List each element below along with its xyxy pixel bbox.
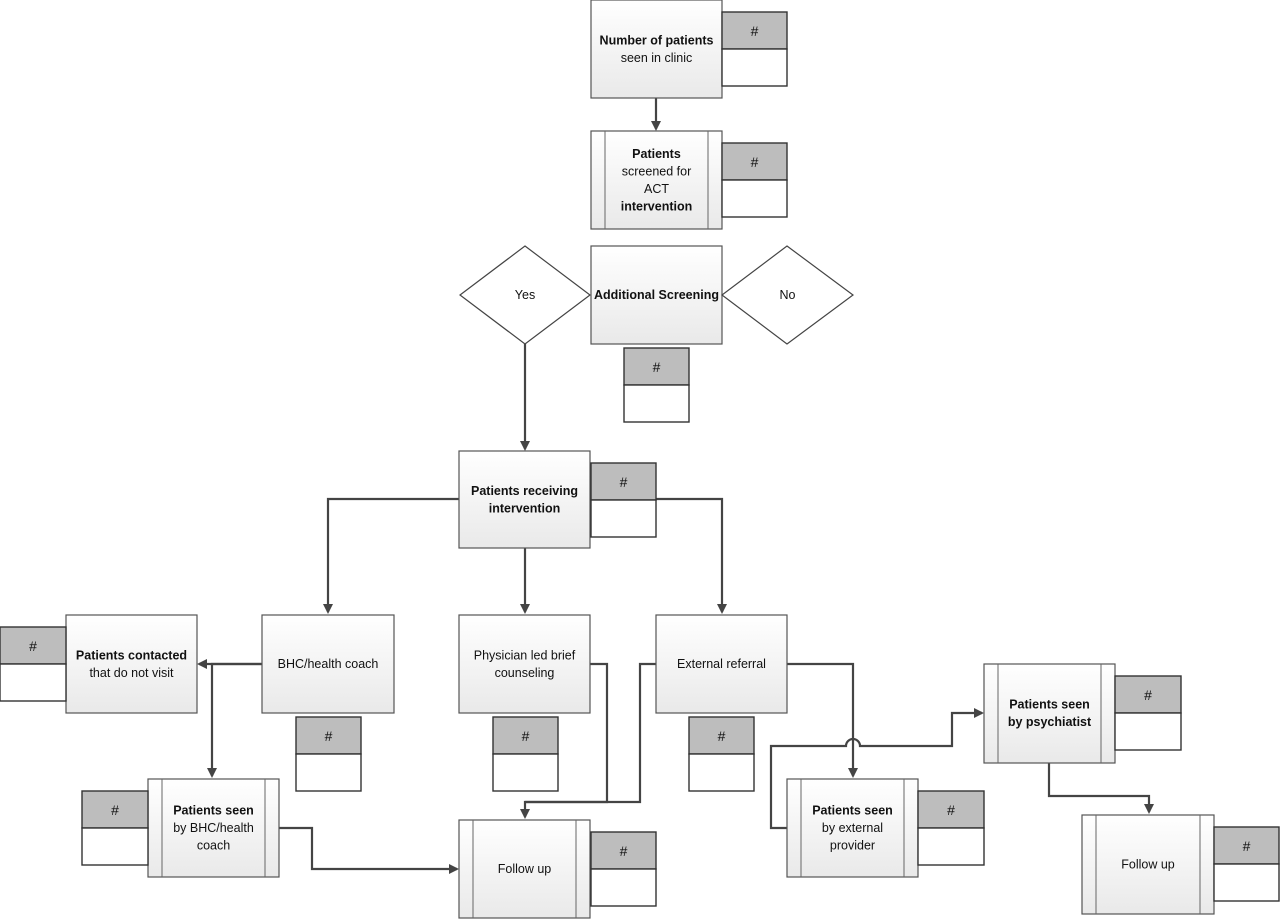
node-label-line: Patients receiving <box>471 484 578 498</box>
connector-seen-ext-to-psychiatrist <box>769 708 984 830</box>
node-label-line: BHC/health coach <box>278 657 379 671</box>
node-clinic: Number of patients seen in clinic # <box>590 0 788 99</box>
connector-receiving-to-bhc <box>323 497 459 614</box>
count-box-label: # <box>751 154 759 170</box>
node-label-line: by psychiatist <box>1008 715 1092 729</box>
count-box: # <box>590 462 657 538</box>
node-label-line: No <box>780 288 796 302</box>
node-label-line: ACT <box>644 182 669 196</box>
node-label-line: Follow up <box>1121 858 1175 872</box>
count-box-label: # <box>29 638 37 654</box>
node-label-line: Patients seen <box>173 804 254 818</box>
node-seen-bhc-label: Patients seen by BHC/health coach <box>173 804 254 853</box>
node-contacted: Patients contacted that do not visit # <box>0 614 198 714</box>
node-receiving: Patients receiving intervention # <box>458 450 657 549</box>
node-label-line: Yes <box>515 288 535 302</box>
node-receiving-label: Patients receiving intervention <box>471 484 578 516</box>
count-box: # <box>81 790 149 866</box>
node-label-line: Patients seen <box>1009 697 1090 711</box>
count-box: # <box>721 142 788 218</box>
node-external: External referral # <box>655 614 788 792</box>
node-additional-label: Additional Screening <box>594 288 719 302</box>
count-box-label: # <box>620 843 628 859</box>
count-box: # <box>0 626 67 702</box>
node-followup-1: Follow up # <box>458 819 657 919</box>
node-label-line: coach <box>197 839 230 853</box>
node-followup-2-label: Follow up <box>1121 858 1175 872</box>
count-box: # <box>295 716 362 792</box>
node-seen-bhc: Patients seen by BHC/health coach # <box>81 778 280 878</box>
connector-external-to-seen-ext <box>787 662 858 778</box>
count-box-label: # <box>325 728 333 744</box>
count-box: # <box>590 831 657 907</box>
count-box: # <box>492 716 559 792</box>
node-followup-2: Follow up # <box>1081 814 1280 915</box>
node-contacted-label: Patients contacted that do not visit <box>76 648 187 680</box>
count-box-label: # <box>522 728 530 744</box>
node-seen-ext: Patients seen by external provider # <box>786 778 985 878</box>
connector-external-to-followup <box>525 662 656 804</box>
node-label-line: seen in clinic <box>621 51 693 65</box>
node-label-line: by BHC/health <box>173 821 254 835</box>
count-box: # <box>1114 675 1182 751</box>
node-no: No <box>721 245 855 345</box>
node-label-line: Patients <box>632 147 681 161</box>
node-bhc: BHC/health coach # <box>261 614 395 792</box>
connectors <box>197 98 1154 874</box>
count-box-label: # <box>751 23 759 39</box>
node-label-line: Patients contacted <box>76 648 187 662</box>
node-physician-label: Physician led brief counseling <box>474 648 576 680</box>
connector-receiving-to-external <box>656 497 727 614</box>
node-label-line: Additional Screening <box>594 288 719 302</box>
count-box-label: # <box>1243 838 1251 854</box>
node-label-line: screened for <box>622 164 691 178</box>
node-yes-label: Yes <box>515 288 535 302</box>
count-box-label: # <box>111 802 119 818</box>
node-physician: Physician led brief counseling # <box>458 614 591 792</box>
connector-bhc-to-seen-bhc <box>207 662 262 778</box>
node-label-line: Follow up <box>498 862 552 876</box>
node-label-line: intervention <box>489 501 561 515</box>
count-box-label: # <box>718 728 726 744</box>
node-label-line: Physician led brief <box>474 648 576 662</box>
node-external-label: External referral <box>677 657 766 671</box>
node-label-line: External referral <box>677 657 766 671</box>
count-box-label: # <box>1144 687 1152 703</box>
node-psychiatrist: Patients seen by psychiatist # <box>983 663 1182 764</box>
node-label-line: that do not visit <box>89 666 174 680</box>
node-clinic-label: Number of patients seen in clinic <box>600 33 714 65</box>
count-box-label: # <box>653 359 661 375</box>
node-label-line: counseling <box>495 666 555 680</box>
node-bhc-label: BHC/health coach <box>278 657 379 671</box>
node-label-line: intervention <box>621 199 693 213</box>
node-additional: Additional Screening # <box>590 245 723 423</box>
count-box-label: # <box>620 474 628 490</box>
count-box-label: # <box>947 802 955 818</box>
node-label-line: Patients seen <box>812 804 893 818</box>
count-box: # <box>623 347 690 423</box>
connector-seen-bhc-to-followup <box>279 826 459 874</box>
count-box: # <box>688 716 755 792</box>
node-label-line: by external <box>822 821 883 835</box>
count-box: # <box>1213 826 1280 902</box>
count-box: # <box>721 11 788 87</box>
node-followup-1-label: Follow up <box>498 862 552 876</box>
count-box: # <box>917 790 985 866</box>
node-psychiatrist-label: Patients seen by psychiatist <box>1008 697 1092 729</box>
node-seen-ext-label: Patients seen by external provider <box>812 804 893 853</box>
node-label-line: provider <box>830 839 875 853</box>
node-yes: Yes <box>459 245 591 345</box>
node-no-label: No <box>780 288 796 302</box>
connector-psychiatrist-to-followup <box>1047 763 1154 814</box>
node-label-line: Number of patients <box>600 33 714 47</box>
